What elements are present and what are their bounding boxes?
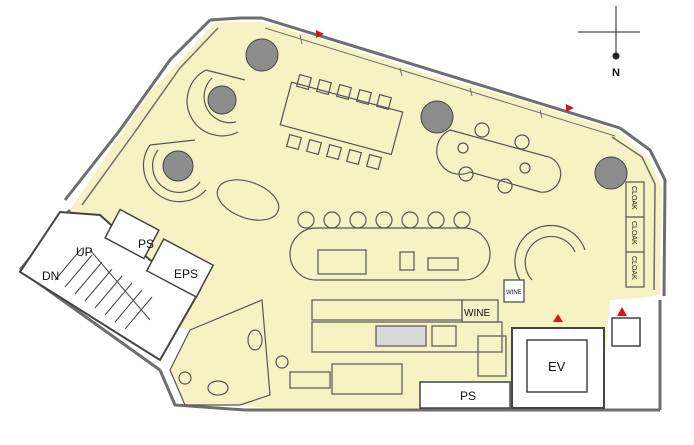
column <box>245 38 279 72</box>
elevator-core <box>511 317 641 409</box>
restaurant-floor <box>70 22 662 410</box>
cloak-label: CLOAK <box>630 186 637 210</box>
shafts <box>104 208 511 409</box>
ps-shaft-upper <box>104 208 160 260</box>
cloak-label: CLOAK <box>630 221 637 245</box>
stairs-down-label: DN <box>42 269 59 283</box>
columns <box>162 38 628 190</box>
cloak-label: CLOAK <box>630 256 637 280</box>
arrow-ev <box>553 314 563 322</box>
eps-label: EPS <box>174 267 198 281</box>
bar-counter <box>289 211 491 281</box>
kitchen <box>289 299 507 395</box>
column <box>594 156 628 190</box>
arrow-north-2 <box>566 104 574 112</box>
wine-cabinet <box>503 279 525 303</box>
bar-stools <box>297 211 471 229</box>
ps-upper-label: PS <box>138 237 154 251</box>
stairs-up-label: UP <box>76 245 93 259</box>
restrooms <box>169 299 289 406</box>
reception-counter <box>514 224 586 281</box>
elevator-label: EV <box>548 359 566 374</box>
column <box>420 100 454 134</box>
lounge-table <box>436 122 562 194</box>
window-line <box>264 27 616 137</box>
column <box>207 85 237 115</box>
wine-cabinet-label: WINE <box>506 290 522 296</box>
outer-walls <box>18 16 667 412</box>
compass <box>578 6 640 60</box>
arrow-north-1 <box>316 30 324 38</box>
compass-north-label: N <box>612 67 620 79</box>
oval-table <box>216 179 280 221</box>
chairs-top <box>295 73 393 111</box>
dining-table <box>279 73 404 171</box>
chairs-bottom <box>285 133 383 171</box>
arrow-side <box>617 307 627 316</box>
ps-lower-label: PS <box>460 389 476 403</box>
wine-counter-label: WINE <box>464 308 490 319</box>
eps-shaft <box>145 237 215 299</box>
cloak-area <box>625 181 645 288</box>
ps-shaft-lower <box>419 381 511 409</box>
column <box>162 150 194 182</box>
curved-booths <box>142 69 246 203</box>
